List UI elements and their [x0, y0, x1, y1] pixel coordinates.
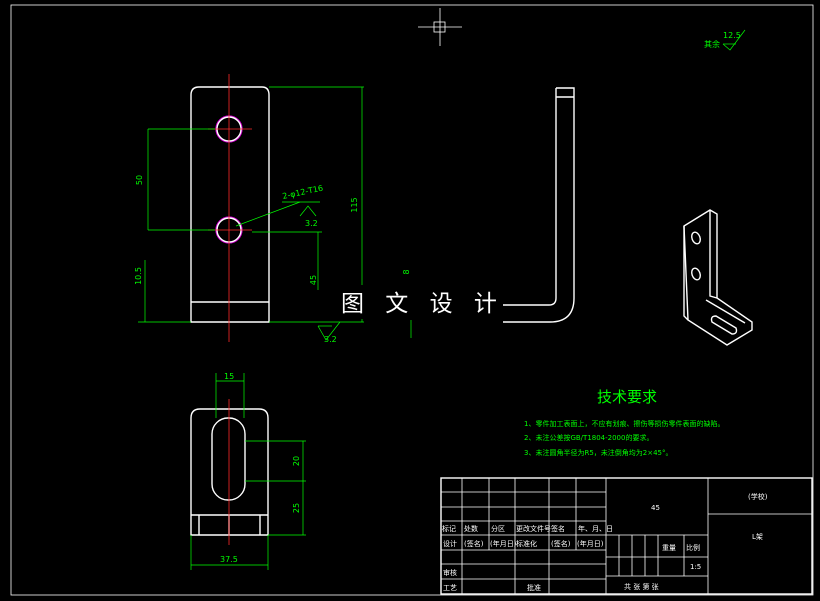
dim-ra: 3.2	[324, 335, 337, 344]
dim-angle-45: 45	[309, 275, 318, 285]
tb-h-count: 处数	[464, 524, 478, 533]
tb-scale: 比例	[686, 543, 700, 552]
dim-bottom: 10.5	[134, 267, 143, 285]
drawing-frame	[10, 4, 814, 596]
dim-pitch: 50	[135, 175, 144, 185]
tb-approve: 批准	[527, 583, 541, 592]
isometric-view	[683, 209, 753, 346]
side-view	[503, 87, 575, 323]
dim-width: 37.5	[220, 555, 238, 564]
dim-hole: 2-φ12-T16	[282, 184, 324, 201]
tech-req-title: 技术要求	[597, 388, 657, 406]
dim-angle-small: 3.2	[305, 219, 318, 228]
roughness-symbol: 12.5 其余	[704, 29, 746, 51]
tech-req-item-3: 3、未注圆角半径为R5，未注倒角均为2×45°。	[524, 448, 673, 457]
tech-req-item-1: 1、零件加工表面上，不应有划痕、擦伤等损伤零件表面的缺陷。	[524, 419, 724, 428]
front-view: 50 115 10.5 2-φ12-T16 3.2 45 3.2 8	[134, 74, 412, 344]
tb-review: 审核	[443, 568, 457, 577]
tb-material: 45	[651, 504, 660, 512]
tb-design: 设计	[443, 539, 457, 548]
roughness-label: 其余	[704, 39, 720, 49]
dim-height: 115	[350, 197, 359, 212]
dim-20: 20	[292, 456, 301, 466]
tech-req-item-2: 2、未注公差按GB/T1804-2000的要求。	[524, 433, 653, 442]
dim-25: 25	[292, 503, 301, 513]
dim-width-top: 15	[224, 372, 234, 381]
tb-h-zone: 分区	[491, 524, 505, 533]
dim-thickness: 8	[402, 269, 411, 274]
tb-standard: 标准化	[516, 539, 537, 548]
technical-requirements: 技术要求 1、零件加工表面上，不应有划痕、擦伤等损伤零件表面的缺陷。 2、未注公…	[524, 388, 724, 457]
tb-part-name: L架	[752, 533, 763, 541]
tb-process: 工艺	[443, 584, 457, 592]
center-mark	[418, 8, 462, 46]
tb-design-date: (年月日)	[490, 539, 517, 548]
bottom-view: 15 20 25 37.5	[190, 372, 306, 570]
tb-h-mark: 标记	[442, 524, 456, 533]
tb-design-sign: (签名)	[464, 539, 484, 548]
tb-h-doc: 更改文件号	[516, 524, 551, 533]
tb-standard-sign: (签名)	[551, 539, 571, 548]
tb-h-date: 年、月、日	[578, 524, 613, 533]
tb-h-sign: 签名	[551, 524, 565, 533]
tb-school: (学校)	[748, 492, 768, 501]
tb-standard-date: (年月日)	[577, 539, 604, 548]
tb-scale-value: 1:5	[690, 563, 701, 571]
watermark-bg	[336, 285, 494, 319]
tb-sheets: 共 张 第 张	[624, 582, 659, 591]
title-block: 标记 处数 分区 更改文件号 签名 年、月、日 设计 (签名) (年月日) 标准…	[440, 477, 813, 595]
watermark-text: 图 文 设 计	[341, 291, 504, 317]
tb-weight: 重量	[662, 544, 676, 552]
roughness-value: 12.5	[723, 31, 741, 40]
